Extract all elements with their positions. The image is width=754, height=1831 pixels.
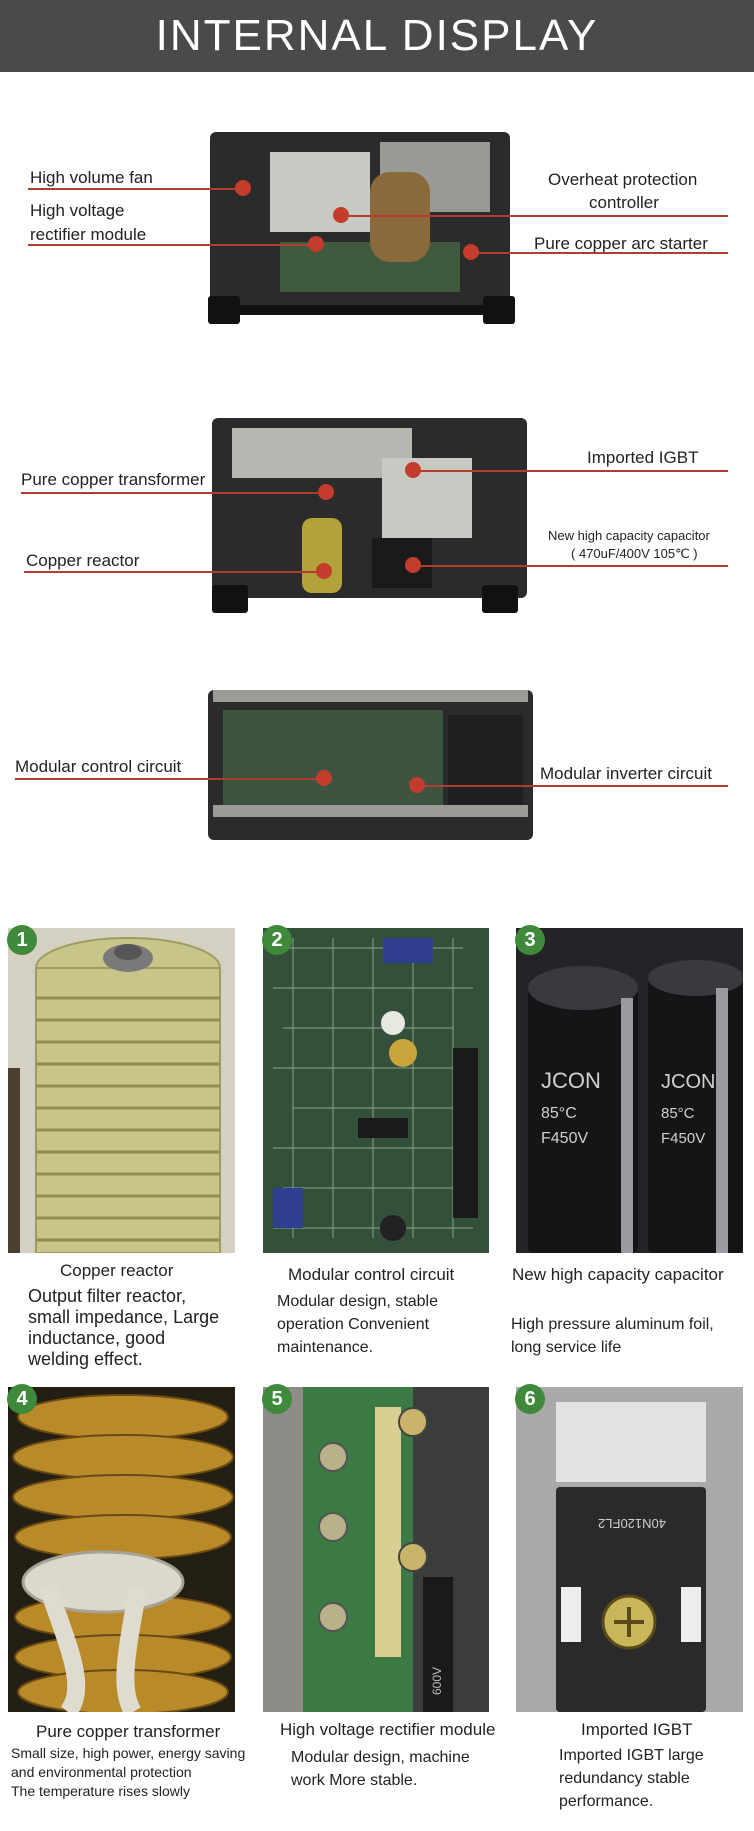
badge-number: 5 [262, 1384, 292, 1414]
machine-photo-middle [212, 418, 527, 598]
desc-igbt: Imported IGBT large redundancy stable pe… [559, 1747, 704, 1810]
capacitor-temp-text: 85°C [661, 1105, 695, 1122]
header-banner: INTERNAL DISPLAY [0, 0, 754, 72]
label-rectifier-line1: High voltage [30, 201, 125, 220]
label-control-circuit: Modular control circuit [15, 757, 182, 776]
label-overheat-line1: Overheat protection [548, 170, 698, 189]
capacitor-temp-text: 85°C [541, 1105, 577, 1122]
caption-igbt: Imported IGBT [581, 1720, 693, 1739]
caption-rectifier: High voltage rectifier module [280, 1720, 496, 1739]
label-arc-starter: Pure copper arc starter [534, 234, 708, 253]
label-capacitor-line2: ( 470uF/400V 105℃ ) [571, 546, 698, 561]
badge-number: 6 [515, 1384, 545, 1414]
photo-capacitors: JCON 85°C F450V JCON 85°C F450V [516, 928, 743, 1253]
machine-photo-bottom [208, 690, 533, 840]
capacitor-brand-text: JCON [541, 1068, 601, 1093]
caption-capacitor: New high capacity capacitor [512, 1265, 724, 1284]
capacitor-rating-text: F450V [541, 1130, 588, 1147]
label-capacitor-line1: New high capacity capacitor [548, 528, 710, 543]
rectifier-rating-text: 600V [430, 1667, 444, 1695]
caption-transformer: Pure copper transformer [36, 1722, 221, 1741]
badge-number: 3 [515, 925, 545, 955]
label-overheat-line2: controller [589, 193, 659, 212]
label-high-volume-fan: High volume fan [30, 168, 153, 187]
desc-copper-reactor: Output filter reactor, small impedance, … [28, 1286, 220, 1369]
desc-capacitor: High pressure aluminum foil, long servic… [511, 1316, 714, 1356]
label-inverter-circuit: Modular inverter circuit [540, 764, 712, 783]
label-transformer: Pure copper transformer [21, 470, 206, 489]
photo-igbt: 40N120FL2 [516, 1387, 743, 1712]
photo-rectifier: 600V [263, 1387, 489, 1712]
caption-copper-reactor: Copper reactor [60, 1261, 174, 1280]
machine-photo-top [210, 132, 510, 307]
igbt-code-text: 40N120FL2 [598, 1516, 666, 1531]
capacitor-brand-text: JCON [661, 1071, 715, 1093]
desc-transformer: Small size, high power, energy saving an… [11, 1745, 246, 1799]
caption-control-circuit: Modular control circuit [288, 1265, 455, 1284]
label-rectifier-line2: rectifier module [30, 225, 147, 244]
photo-control-circuit [263, 928, 489, 1253]
photo-transformer [8, 1387, 235, 1712]
badge-number: 2 [262, 925, 292, 955]
photo-copper-reactor [8, 928, 235, 1253]
capacitor-rating-text: F450V [661, 1130, 705, 1147]
label-reactor: Copper reactor [26, 551, 140, 570]
desc-control-circuit: Modular design, stable operation Conveni… [277, 1293, 438, 1356]
label-igbt: Imported IGBT [587, 448, 699, 467]
badge-number: 4 [7, 1384, 37, 1414]
page-title: INTERNAL DISPLAY [155, 11, 599, 60]
badge-number: 1 [7, 925, 37, 955]
desc-rectifier: Modular design, machine work More stable… [291, 1749, 470, 1789]
